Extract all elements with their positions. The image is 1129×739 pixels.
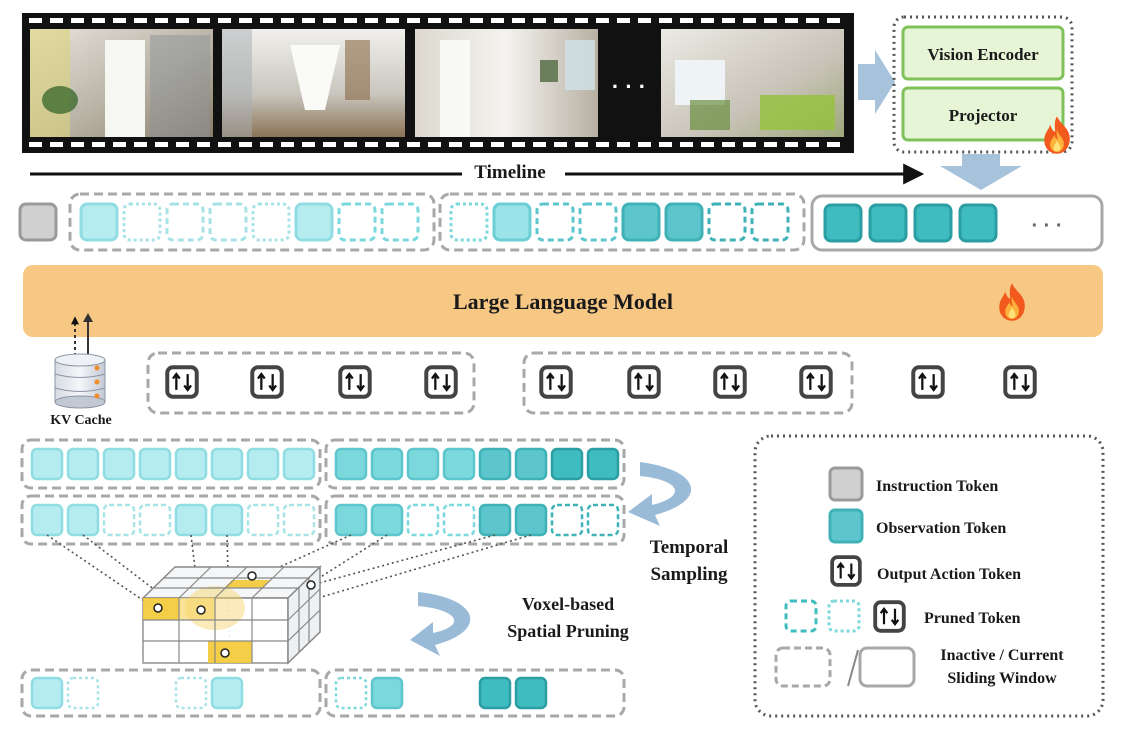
legend-window-label-2: Sliding Window [947,670,1057,687]
llm-block: Large Language Model [23,265,1103,337]
action-token-icon [627,365,661,399]
action-token-icon [830,555,862,587]
film-perforations-top [29,18,840,23]
kv-cache-label: KV Cache [50,413,112,428]
database-icon [54,353,106,409]
encoder-block: Vision Encoder Projector [892,15,1074,154]
legend: Instruction Token Observation Token Outp… [753,434,1105,718]
legend-output-action-label: Output Action Token [877,566,1021,583]
action-token-icon [424,365,458,399]
token-sequence-row: · · · [18,192,1104,252]
voxel-pruning-arrow: Voxel-based Spatial Pruning [410,592,629,656]
action-token-icon [911,365,945,399]
action-token-icon [1003,365,1037,399]
timeline-label: Timeline [474,162,545,183]
voxel-pruning-label-2: Spatial Pruning [507,621,629,641]
action-token-icon [165,365,199,399]
current-window [810,194,1104,252]
spatial-pruned-row [20,668,626,718]
voxel-grid [141,565,322,665]
legend-inactive-window-swatch [774,646,832,688]
action-token-icon [799,365,833,399]
legend-pruned-label: Pruned Token [924,610,1021,627]
instruction-token [18,202,58,242]
legend-pruned-swatch-2 [827,599,861,633]
legend-observation-swatch [828,508,864,544]
action-tokens-row [146,351,1037,415]
temporal-sampling-arrow: Temporal Sampling [628,462,728,585]
action-token-icon [250,365,284,399]
timeline: Timeline [30,162,925,185]
video-frame-3 [415,29,598,137]
legend-instruction-swatch [828,466,864,502]
action-token-icon [338,365,372,399]
legend-current-window-swatch [858,646,916,688]
tokens-ellipsis: · · · [1031,215,1062,237]
kv-cache: KV Cache [50,313,112,428]
video-frame-4 [661,29,844,137]
temporal-sampling-rows [20,438,626,546]
film-to-encoder-arrow [858,50,895,114]
action-token-icon [873,600,906,633]
inactive-window-2 [438,192,806,252]
current-window-tokens [823,203,998,243]
temporal-sampling-label-1: Temporal [650,537,728,558]
action-window-2 [522,351,854,415]
film-perforations-bottom [29,142,840,147]
vision-encoder-box [901,25,1065,81]
video-film-strip: · · · [22,13,854,153]
inactive-window-1 [68,192,436,252]
legend-window-label-1: Inactive / Current [940,647,1064,664]
action-token-icon [539,365,573,399]
window-2-tokens [449,202,790,242]
legend-instruction-label: Instruction Token [876,478,998,495]
window-1-tokens [79,202,420,242]
projector-box [901,86,1065,142]
projector-to-tokens-arrow [940,154,1022,190]
action-window-1 [146,351,476,415]
legend-pruned-swatch-1 [784,599,818,633]
projector-label: Projector [949,106,1018,125]
video-frame-2 [222,29,405,137]
action-token-icon [713,365,747,399]
voxel-pruning-label-1: Voxel-based [522,594,614,614]
temporal-sampling-label-2: Sampling [650,564,728,585]
frames-ellipsis: · · · [612,74,646,99]
llm-label: Large Language Model [453,289,673,314]
video-frame-ellipsis: · · · [612,74,646,99]
legend-observation-label: Observation Token [876,520,1006,537]
video-frame-1 [30,29,213,137]
vision-encoder-label: Vision Encoder [927,45,1039,64]
